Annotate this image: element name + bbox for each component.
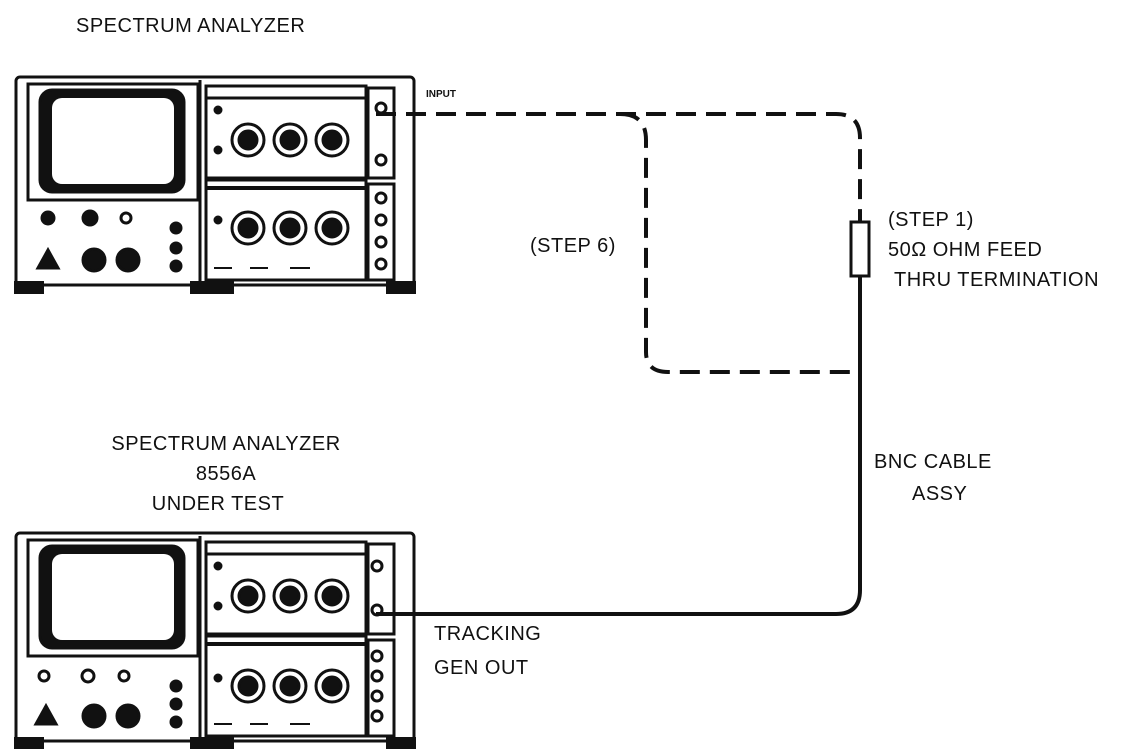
step6-label: (STEP 6): [530, 235, 616, 257]
termination-type-label: THRU TERMINATION: [894, 269, 1099, 291]
bottom-analyzer-title: SPECTRUM ANALYZER: [111, 433, 340, 455]
bnc-cable-label: BNC CABLE: [874, 451, 992, 473]
top-spectrum-analyzer: [14, 75, 416, 294]
bottom-spectrum-analyzer-under-test: [14, 531, 416, 749]
step1-dashed-cable: [376, 112, 862, 222]
bottom-analyzer-status: UNDER TEST: [152, 493, 284, 515]
feed-thru-termination: [849, 220, 871, 278]
gen-out-label: GEN OUT: [434, 657, 529, 679]
step6-dashed-cable: [619, 112, 860, 374]
bnc-assy-label: ASSY: [912, 483, 967, 505]
input-label: INPUT: [426, 89, 456, 100]
termination-value-label: 50Ω OHM FEED: [888, 239, 1042, 261]
bnc-cable: [376, 276, 862, 616]
step1-label: (STEP 1): [888, 209, 974, 231]
bottom-analyzer-model: 8556A: [196, 463, 256, 485]
top-analyzer-title: SPECTRUM ANALYZER: [76, 15, 305, 37]
tracking-gen-label: TRACKING: [434, 623, 541, 645]
